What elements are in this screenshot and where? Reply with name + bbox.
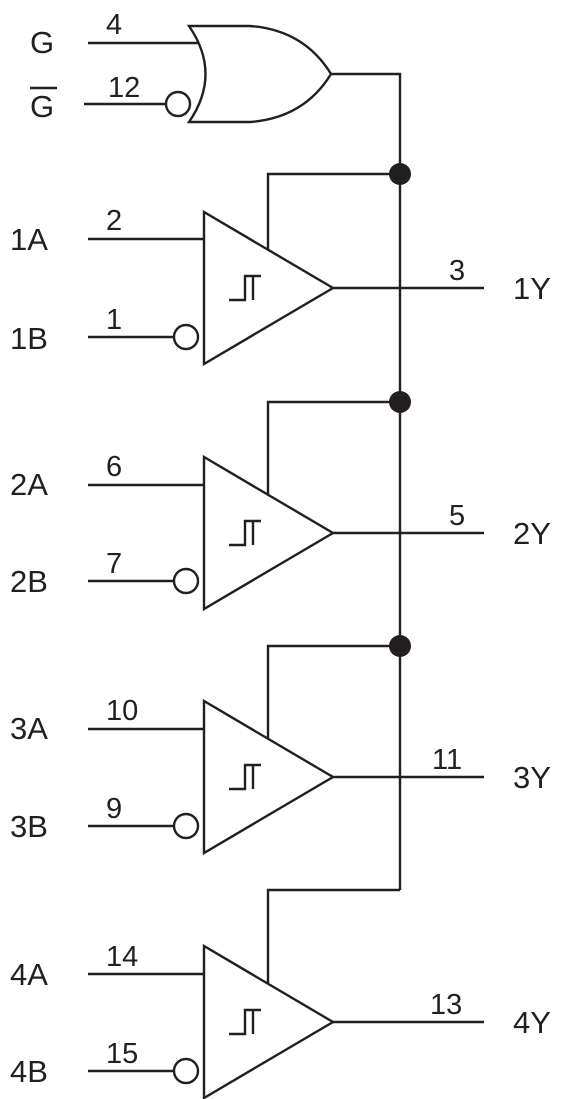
pin-number-12: 12 xyxy=(108,72,140,104)
enable-tap-line xyxy=(266,172,400,250)
channel-4: 4A 14 4B 15 13 4Y xyxy=(10,888,551,1099)
pin-number-9: 9 xyxy=(106,793,122,825)
enable-tap-line xyxy=(266,888,400,985)
enable-tap-line xyxy=(266,400,400,495)
pin-number-13: 13 xyxy=(430,989,462,1021)
input-label-g-bar: G xyxy=(30,89,54,124)
input-label-3b: 3B xyxy=(10,809,48,844)
input-label-1a: 1A xyxy=(10,222,48,257)
input-label-2b: 2B xyxy=(10,564,48,599)
pin-number-6: 6 xyxy=(106,451,122,483)
input-label-g: G xyxy=(30,25,54,60)
output-label-3y: 3Y xyxy=(513,760,551,795)
pin-number-14: 14 xyxy=(106,941,138,973)
output-label-1y: 1Y xyxy=(513,271,551,306)
pin-number-3: 3 xyxy=(449,255,465,287)
inversion-bubble-icon xyxy=(172,323,200,351)
enable-section: G 4 G 12 xyxy=(30,9,411,890)
pin-number-1: 1 xyxy=(106,304,122,336)
buffer-triangle-icon xyxy=(202,943,336,1099)
enable-tap-line xyxy=(266,644,400,740)
input-label-4b: 4B xyxy=(10,1054,48,1089)
pin-number-11: 11 xyxy=(432,744,462,776)
enable-bus-line xyxy=(331,72,402,890)
pin-number-15: 15 xyxy=(106,1038,138,1070)
channel-3: 3A 10 3B 9 11 3Y xyxy=(10,644,551,856)
channel-2: 2A 6 2B 7 5 2Y xyxy=(10,400,551,612)
input-label-4a: 4A xyxy=(10,957,48,992)
pin-number-7: 7 xyxy=(106,548,122,580)
output-label-4y: 4Y xyxy=(513,1005,551,1040)
input-label-3a: 3A xyxy=(10,711,48,746)
channel-1: 1A 2 1B 1 3 1Y xyxy=(10,172,551,367)
inversion-bubble-icon xyxy=(164,90,192,118)
pin-number-10: 10 xyxy=(106,695,138,727)
inversion-bubble-icon xyxy=(172,1057,200,1085)
input-label-2a: 2A xyxy=(10,467,48,502)
pin-number-4: 4 xyxy=(106,9,122,41)
output-label-2y: 2Y xyxy=(513,516,551,551)
inversion-bubble-icon xyxy=(172,812,200,840)
buffer-triangle-icon xyxy=(202,698,336,856)
pin-number-2: 2 xyxy=(106,205,122,237)
inversion-bubble-icon xyxy=(172,567,200,595)
pin-number-5: 5 xyxy=(449,500,465,532)
buffer-triangle-icon xyxy=(202,454,336,612)
input-label-1b: 1B xyxy=(10,321,48,356)
or-gate-icon xyxy=(186,24,333,124)
buffer-triangle-icon xyxy=(202,209,336,367)
